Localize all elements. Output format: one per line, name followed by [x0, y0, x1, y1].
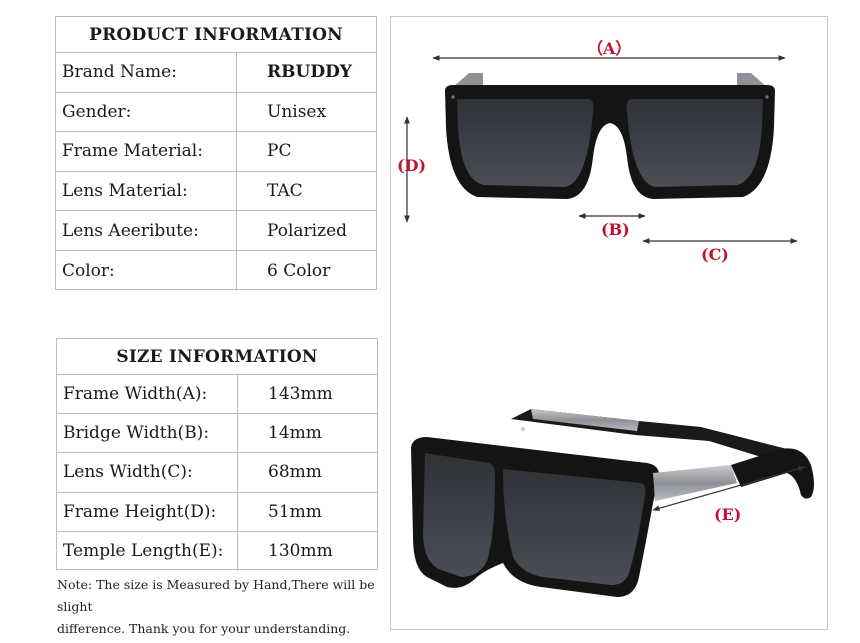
product-information-table: PRODUCT INFORMATION Brand Name: RBUDDY G… [55, 16, 377, 291]
table-row: Frame Height(D): 51mm [57, 492, 377, 532]
table-row: Lens Width(C): 68mm [57, 453, 377, 493]
dimension-e-label: (E) [714, 505, 742, 524]
bridge-width-label: Bridge Width(B): [57, 414, 238, 453]
lens-material-label: Lens Material: [56, 171, 237, 211]
table-row: Frame Width(A): 143mm [57, 375, 377, 415]
size-information-title: SIZE INFORMATION [57, 339, 377, 375]
gender-value: Unisex [267, 101, 327, 122]
front-view-sunglasses [445, 73, 775, 199]
dimension-b-label: (B) [601, 220, 630, 239]
table-row: Bridge Width(B): 14mm [57, 414, 377, 454]
gender-label: Gender: [56, 92, 237, 132]
frame-material-label: Frame Material: [56, 132, 237, 171]
lens-width-value: 68mm [268, 462, 322, 483]
lens-material-value: TAC [267, 181, 303, 202]
lens-attribute-label: Lens Aeeribute: [56, 211, 237, 250]
table-row: Gender: Unisex [56, 92, 376, 133]
temple-length-value: 130mm [268, 541, 333, 562]
dimension-a-label: （A） [587, 39, 632, 58]
frame-width-label: Frame Width(A): [57, 375, 238, 414]
brand-name-label: Brand Name: [56, 53, 237, 92]
table-row: Color: 6 Color [56, 250, 376, 291]
measurement-note: Note: The size is Measured by Hand,There… [57, 574, 387, 640]
table-row: Lens Aeeribute: Polarized [56, 211, 376, 251]
table-row: Frame Material: PC [56, 132, 376, 172]
angled-view-sunglasses [411, 409, 814, 597]
brand-name-value: RBUDDY [267, 62, 352, 83]
sunglasses-illustration [404, 55, 814, 597]
lens-attribute-value: Polarized [267, 220, 348, 241]
temple-length-arrow [652, 465, 806, 512]
dimension-d-label: (D) [397, 156, 427, 175]
bridge-width-value: 14mm [268, 423, 322, 444]
frame-material-value: PC [267, 141, 292, 162]
temple-length-label: Temple Length(E): [57, 531, 238, 571]
frame-width-value: 143mm [268, 384, 333, 405]
sunglasses-diagram-panel: （A） (D) (B) (C) (E) [390, 16, 828, 630]
note-line-2: difference. Thank you for your understan… [57, 621, 351, 636]
size-information-table: SIZE INFORMATION Frame Width(A): 143mm B… [56, 338, 378, 571]
lens-width-label: Lens Width(C): [57, 453, 238, 492]
note-line-1: Note: The size is Measured by Hand,There… [57, 577, 375, 614]
product-information-title: PRODUCT INFORMATION [56, 17, 376, 53]
dimension-c-label: (C) [701, 245, 729, 264]
table-row: Temple Length(E): 130mm [57, 531, 377, 571]
color-label: Color: [56, 250, 237, 291]
table-row: Brand Name: RBUDDY [56, 53, 376, 93]
frame-height-value: 51mm [268, 501, 322, 522]
frame-height-label: Frame Height(D): [57, 492, 238, 531]
table-row: Lens Material: TAC [56, 171, 376, 212]
color-value: 6 Color [267, 260, 331, 281]
